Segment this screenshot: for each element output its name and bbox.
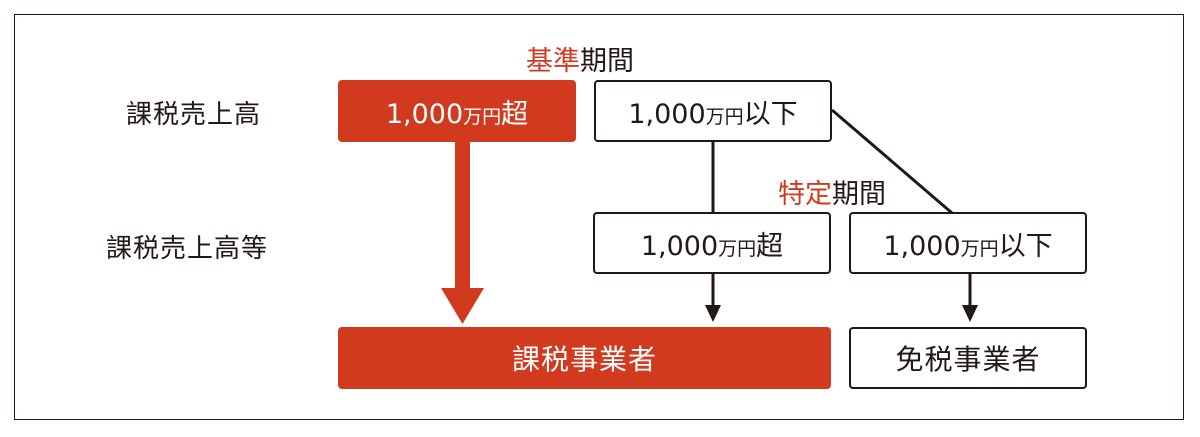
specific-under-label: 1,000万円以下 [883, 224, 1052, 263]
specific-over-label: 1,000万円超 [641, 224, 783, 263]
base-over-box: 1,000万円超 [338, 80, 576, 142]
specific-period-accent: 特定 [778, 179, 832, 210]
specific-over-num: 1,000 [640, 230, 719, 262]
row-label-taxable-sales: 課税売上高 [126, 100, 262, 130]
exempt-business-result: 免税事業者 [849, 327, 1087, 389]
specific-over-box: 1,000万円超 [593, 212, 831, 274]
base-under-label: 1,000万円以下 [628, 92, 797, 131]
specific-over-cond: 超 [756, 230, 784, 262]
base-period-accent: 基準 [526, 46, 580, 77]
specific-period-rest: 期間 [832, 179, 886, 210]
base-over-label: 1,000万円超 [386, 92, 528, 131]
base-over-num: 1,000 [385, 98, 464, 130]
specific-under-unit: 万円 [960, 237, 999, 260]
specific-over-unit: 万円 [718, 237, 757, 260]
connector-base-to-specific-under [831, 108, 953, 215]
specific-under-num: 1,000 [883, 230, 961, 262]
specific-period-heading: 特定期間 [778, 172, 886, 211]
base-under-unit: 万円 [705, 105, 744, 128]
base-over-cond: 超 [501, 98, 529, 130]
base-under-box: 1,000万円以下 [594, 80, 832, 142]
row-label-taxable-sales-etc: 課税売上高等 [106, 234, 269, 264]
specific-under-box: 1,000万円以下 [849, 212, 1087, 274]
arrow-head-specific-under [962, 305, 978, 322]
base-period-heading: 基準期間 [526, 39, 634, 78]
base-under-cond: 以下 [743, 98, 798, 130]
arrow-head-specific-over [705, 305, 721, 322]
specific-under-cond: 以下 [998, 230, 1053, 262]
red-arrow-head [441, 288, 484, 324]
base-under-num: 1,000 [628, 98, 706, 130]
base-period-rest: 期間 [580, 46, 634, 77]
taxable-business-result: 課税事業者 [338, 327, 831, 389]
red-arrow-shaft [455, 141, 470, 293]
diagram-frame [14, 14, 1184, 420]
base-over-unit: 万円 [463, 105, 502, 128]
